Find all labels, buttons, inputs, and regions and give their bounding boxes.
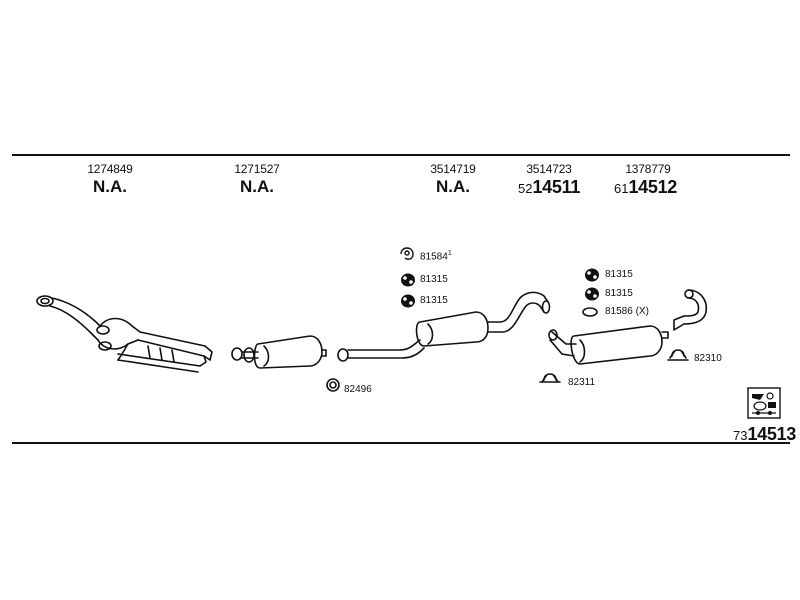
tail-pipe-drawing xyxy=(673,289,708,331)
footer-ref-prefix: 73 xyxy=(733,428,748,443)
label-81584-number: 81584 xyxy=(420,251,448,263)
part-number-1: 1274849 xyxy=(87,162,133,176)
part-ref-5: 6114512 xyxy=(614,177,677,199)
part-number-3: 3514719 xyxy=(430,162,476,176)
rear-silencer-drawing xyxy=(548,325,669,365)
rubber-hanger-icon-81315-d xyxy=(585,287,599,301)
middle-silencer-drawing xyxy=(337,291,551,362)
rubber-hanger-icon-81315-c xyxy=(585,268,599,282)
label-81584: 815841 xyxy=(420,248,452,263)
top-rule xyxy=(12,154,790,156)
front-silencer-drawing xyxy=(231,335,327,369)
part-number-5: 1378779 xyxy=(625,162,671,176)
footer-ref: 7314513 xyxy=(733,424,796,446)
part-ref-4-prefix: 52 xyxy=(518,181,533,196)
label-82310: 82310 xyxy=(694,353,722,364)
label-82311: 82311 xyxy=(568,377,596,388)
label-81315-a: 81315 xyxy=(420,274,448,285)
mounting-kit-icon xyxy=(747,387,781,419)
label-81315-b: 81315 xyxy=(420,295,448,306)
label-81315-c: 81315 xyxy=(605,269,633,280)
rubber-hanger-icon-81315-a xyxy=(401,273,415,287)
ring-81586-drawing xyxy=(582,307,598,317)
label-81584-note: 1 xyxy=(447,250,452,257)
footer-ref-main: 14513 xyxy=(747,424,797,444)
label-81586: 81586 (X) xyxy=(605,306,649,317)
part-ref-5-main: 14512 xyxy=(628,177,678,197)
clamp-82310-drawing xyxy=(667,349,689,361)
gasket-82496-drawing xyxy=(326,378,340,392)
bracket-icon-81584 xyxy=(400,247,414,260)
part-ref-2: N.A. xyxy=(240,177,274,196)
part-number-4: 3514723 xyxy=(526,162,572,176)
part-ref-3: N.A. xyxy=(436,177,470,196)
part-ref-5-prefix: 61 xyxy=(614,181,629,196)
part-ref-1: N.A. xyxy=(93,177,127,196)
label-82496: 82496 xyxy=(344,384,372,395)
label-81315-d: 81315 xyxy=(605,288,633,299)
clamp-82311-drawing xyxy=(539,373,561,383)
part-ref-4-main: 14511 xyxy=(532,177,581,197)
front-pipe-drawing xyxy=(36,295,213,373)
hanger-icons xyxy=(400,247,599,308)
part-ref-4: 5214511 xyxy=(518,177,580,199)
part-number-2: 1271527 xyxy=(234,162,280,176)
rubber-hanger-icon-81315-b xyxy=(401,294,415,308)
bottom-rule xyxy=(12,442,790,444)
